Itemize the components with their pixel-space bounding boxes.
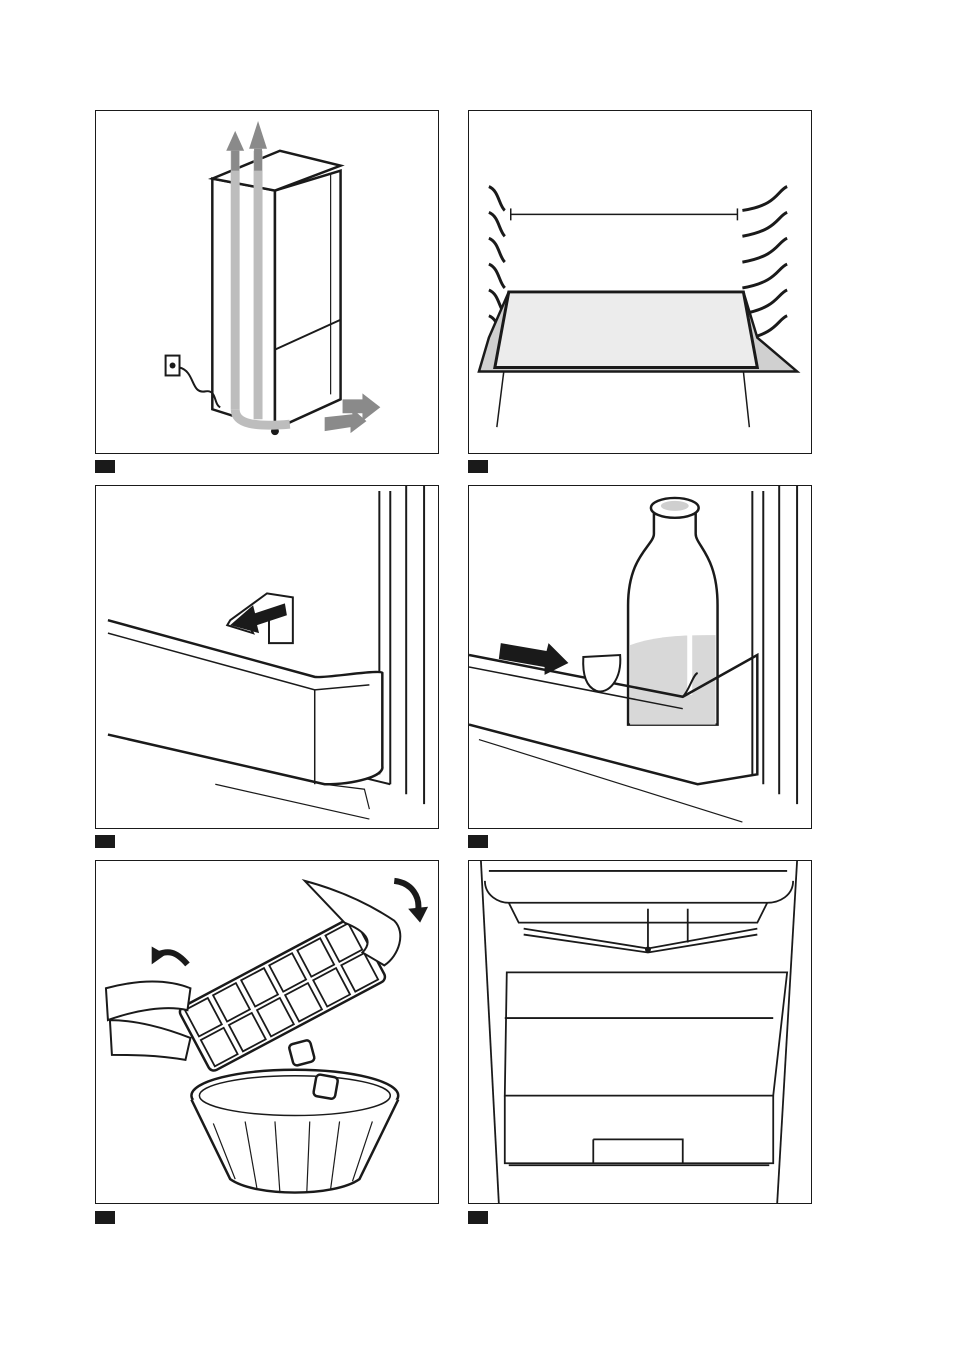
figure-panel-1 <box>95 110 439 454</box>
ice-tray-illustration <box>96 861 438 1203</box>
figure-panel-3 <box>95 485 439 829</box>
figure-label-4 <box>468 835 488 848</box>
figure-label-3 <box>95 835 115 848</box>
figure-panel-6 <box>468 860 812 1204</box>
figure-panel-2 <box>468 110 812 454</box>
figure-label-1 <box>95 460 115 473</box>
fridge-air-circulation-illustration <box>96 111 438 453</box>
crisper-lid-illustration <box>96 486 438 828</box>
figure-panel-4 <box>468 485 812 829</box>
fridge-interior-drawer-illustration <box>469 861 811 1203</box>
figure-label-5 <box>95 1211 115 1224</box>
glass-shelf-illustration <box>469 111 811 453</box>
figure-label-2 <box>468 460 488 473</box>
door-bottle-rack-illustration <box>469 486 811 828</box>
figure-label-6 <box>468 1211 488 1224</box>
figure-panel-5 <box>95 860 439 1204</box>
